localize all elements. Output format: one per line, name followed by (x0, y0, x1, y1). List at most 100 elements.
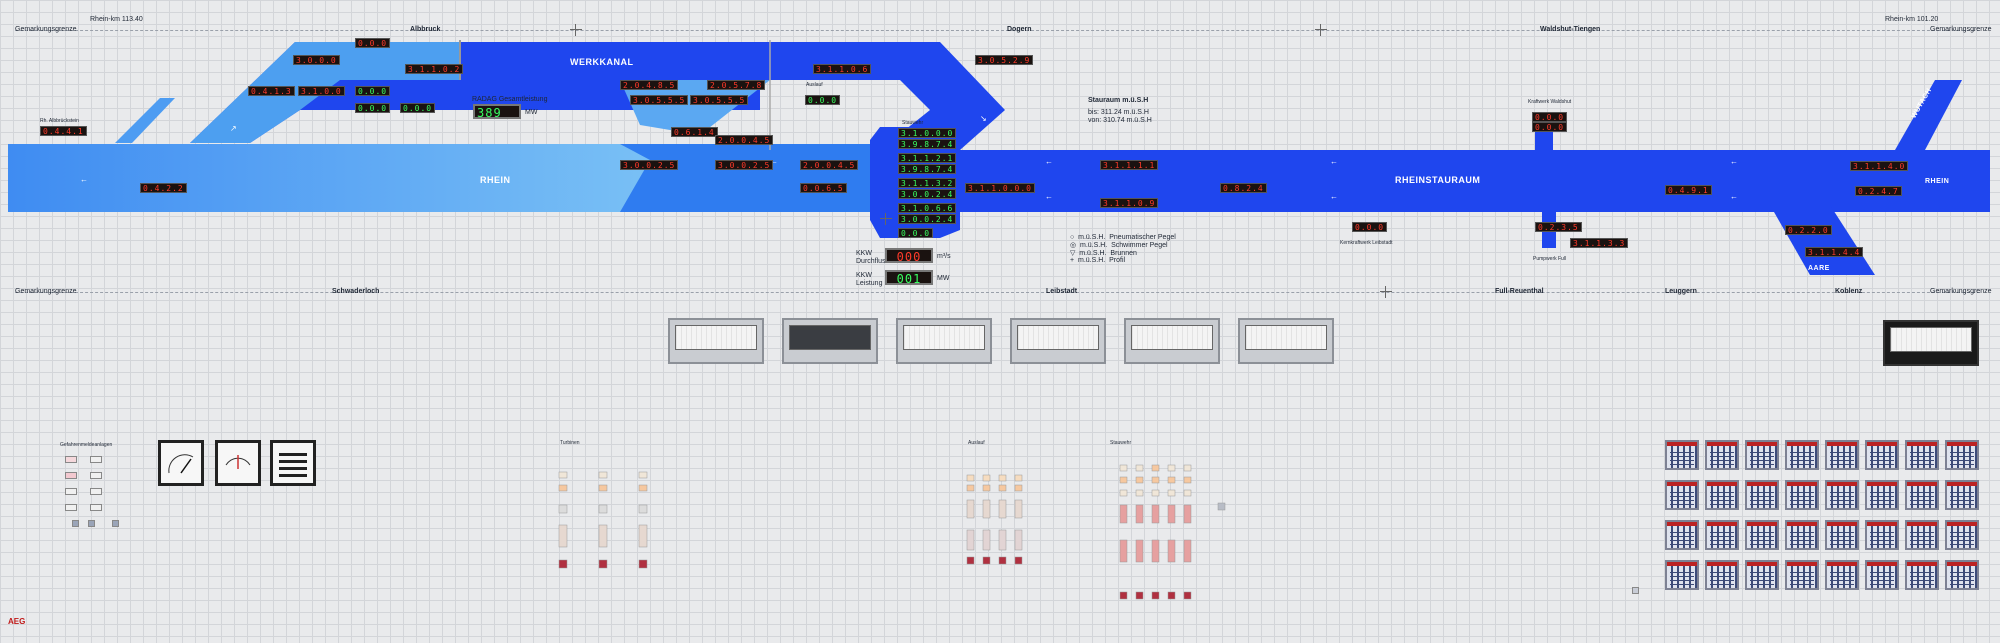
level-display: 0.6.1.4 (671, 127, 718, 137)
keypad-unit[interactable] (1945, 440, 1979, 470)
level-display: 2.0.0.4.5 (800, 160, 859, 170)
legend-row: ▽ m.ü.S.H. Brunnen (1070, 249, 1176, 257)
indicator-lamp (65, 456, 77, 463)
legend-symbol: ○ (1070, 234, 1075, 241)
keypad-unit[interactable] (1825, 520, 1859, 550)
level-display: 0.4.9.1 (1665, 185, 1712, 195)
kkw-leistung-unit: MW (937, 275, 950, 282)
wehr-label: Stauwehr (902, 120, 924, 126)
place-leibstadt: Leibstadt (1046, 288, 1078, 295)
legend-text: Profil (1109, 257, 1126, 264)
keypad-unit[interactable] (1745, 520, 1779, 550)
keypad-unit[interactable] (1665, 560, 1699, 590)
werkkanal-label: WERKKANAL (570, 57, 634, 67)
gemarkung-right-bottom: Gemarkungsgrenze (1930, 288, 1992, 295)
chart-recorder[interactable] (896, 318, 992, 364)
chart-recorder[interactable] (1883, 320, 1979, 366)
keypad-unit[interactable] (1705, 560, 1739, 590)
keypad-unit[interactable] (1825, 480, 1859, 510)
albbruck-inlet-water (115, 98, 175, 143)
keypad-unit[interactable] (1945, 480, 1979, 510)
survey-cross-icon (1380, 286, 1392, 298)
keypad-unit[interactable] (1825, 560, 1859, 590)
indicator-lamp (65, 504, 77, 511)
control-button[interactable] (1632, 587, 1639, 594)
albbruck-station-label: Rh. Albbrückstein (40, 118, 79, 124)
level-display: 0.2.2.0 (1785, 225, 1832, 235)
keypad-unit[interactable] (1905, 520, 1939, 550)
keypad-unit[interactable] (1745, 560, 1779, 590)
keypad-unit[interactable] (1785, 560, 1819, 590)
kkw-durchfluss-unit: m³/s (937, 253, 951, 260)
keypad-unit[interactable] (1745, 440, 1779, 470)
keypad-unit[interactable] (1705, 520, 1739, 550)
auslauf-controls[interactable] (965, 455, 1035, 575)
keypad-unit[interactable] (1905, 440, 1939, 470)
keypad-unit[interactable] (1665, 480, 1699, 510)
flow-arrow-icon: ← (1330, 192, 1338, 201)
aare-label: AARE (1808, 265, 1830, 272)
keypad-unit[interactable] (1665, 440, 1699, 470)
flow-arrow-icon: ← (1330, 157, 1338, 166)
flow-arrow-icon: ↘ (980, 114, 987, 123)
chart-recorder[interactable] (668, 318, 764, 364)
kernkraftwerk-label: Kernkraftwerk Leibstadt (1340, 240, 1393, 246)
auslauf-label: Auslauf (806, 82, 823, 88)
wutach-water (1895, 80, 1962, 150)
flow-display: 3.0.0.2.4 (898, 189, 957, 199)
level-display: 3.1.1.1.1 (1100, 160, 1159, 170)
chart-recorder[interactable] (1124, 318, 1220, 364)
level-display: 2.0.0.4.5 (715, 135, 774, 145)
legend-unit: m.ü.S.H. (1077, 257, 1106, 264)
flow-display: 3.1.0.0.0 (898, 128, 957, 138)
control-button[interactable] (72, 520, 79, 527)
level-display: 0.0.0 (1352, 222, 1388, 232)
rhein-label: RHEIN (480, 175, 511, 185)
keypad-unit[interactable] (1705, 480, 1739, 510)
legend-symbol: ◎ (1070, 242, 1077, 249)
level-display: 3.1.0.0 (298, 86, 345, 96)
place-waldshut: Waldshut-Tiengen (1540, 26, 1601, 33)
level-display: 0.2.3.5 (1535, 222, 1582, 232)
indicator-lamp (90, 472, 102, 479)
keypad-unit[interactable] (1865, 440, 1899, 470)
keypad-unit[interactable] (1665, 520, 1699, 550)
gemarkung-left-bottom: Gemarkungsgrenze (15, 288, 77, 295)
gemarkung-right-top: Gemarkungsgrenze (1930, 26, 1992, 33)
flow-display: 0.0.0 (355, 103, 391, 113)
chart-recorder[interactable] (782, 318, 878, 364)
stauwehr-controls[interactable] (1118, 455, 1228, 605)
control-button[interactable] (88, 520, 95, 527)
keypad-unit[interactable] (1705, 440, 1739, 470)
keypad-unit[interactable] (1785, 440, 1819, 470)
indicator-lamp (65, 488, 77, 495)
boundary-line-top (15, 30, 1980, 31)
chart-recorder[interactable] (1238, 318, 1334, 364)
turbinen-label: Turbinen (560, 440, 580, 446)
keypad-unit[interactable] (1825, 440, 1859, 470)
keypad-unit[interactable] (1785, 520, 1819, 550)
keypad-unit[interactable] (1905, 480, 1939, 510)
keypad-unit[interactable] (1865, 480, 1899, 510)
legend-unit: m.ü.S.H. (1079, 250, 1107, 257)
keypad-unit[interactable] (1905, 560, 1939, 590)
keypad-unit[interactable] (1865, 560, 1899, 590)
keypad-unit[interactable] (1785, 480, 1819, 510)
legend-text: Pneumatischer Pegel (1109, 234, 1176, 241)
keypad-unit[interactable] (1945, 520, 1979, 550)
boundary-line-bottom (15, 292, 1980, 293)
flow-display: 3.1.1.3.2 (898, 178, 957, 188)
flow-arrow-icon: ← (770, 157, 778, 166)
keypad-unit[interactable] (1945, 560, 1979, 590)
chart-recorder[interactable] (1010, 318, 1106, 364)
place-leuggern: Leuggern (1665, 288, 1697, 295)
flow-arrow-icon: ← (1045, 157, 1053, 166)
turbinen-controls[interactable] (555, 455, 665, 575)
keypad-unit[interactable] (1745, 480, 1779, 510)
flow-display: 3.9.8.7.4 (898, 164, 957, 174)
survey-cross-icon (570, 24, 582, 36)
indicator-lamp (90, 456, 102, 463)
level-display: 2.0.4.8.5 (620, 80, 679, 90)
control-button[interactable] (112, 520, 119, 527)
keypad-unit[interactable] (1865, 520, 1899, 550)
